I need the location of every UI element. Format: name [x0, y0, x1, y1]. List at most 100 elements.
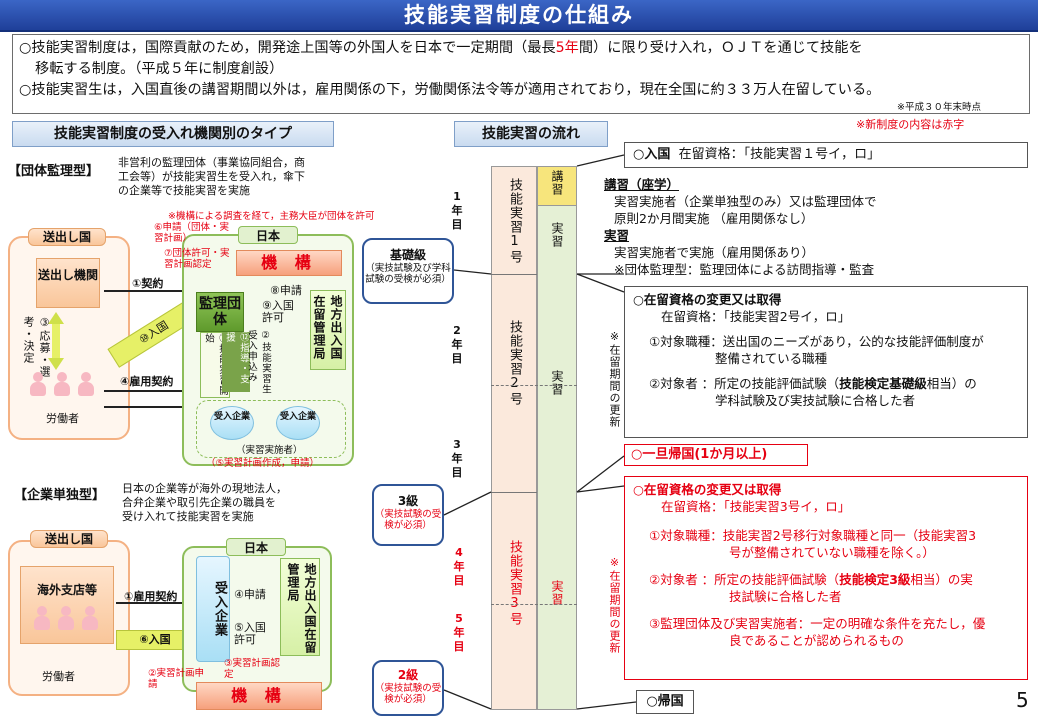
person-icon	[78, 372, 94, 396]
person-icon	[34, 606, 50, 630]
host-company: 受入企業	[196, 556, 230, 662]
contract-arrow	[104, 290, 190, 292]
lecture-cell	[537, 166, 577, 206]
divider	[491, 385, 577, 386]
practice-label: 実習	[550, 222, 564, 248]
dantai-desc: 非営利の監理団体（事業協同組合，商 工会等）が技能実習生を受入れ，傘下 の企業等…	[118, 156, 305, 198]
organization-kiko: 機 構	[236, 250, 342, 276]
grade-sub: （実技試験の受検が必須）	[374, 509, 442, 531]
supervising-organization: 監理団体	[196, 292, 244, 332]
sending-country-label: 送出し国	[30, 530, 108, 548]
entry-status: 在留資格：「技能実習１号イ，ロ」	[678, 147, 881, 162]
step-6-label: ⑥申請（団体・実習計画）	[154, 222, 230, 244]
intro-line-3: ○技能実習生は，入国直後の講習期間以外は，雇用関係の下，労働関係法令等が適用され…	[19, 82, 881, 98]
intro-highlight: 5年	[555, 40, 579, 56]
down-arrow-icon	[48, 358, 64, 370]
change-item: ②対象者 ：所定の技能評価試験（技能検定基礎級相当）の	[633, 375, 1019, 392]
intro-text: ○技能実習制度は，国際貢献のため，開発途上国等の外国人を日本で一定期間（最長	[19, 40, 556, 56]
step-4-label: ④雇用契約	[120, 375, 174, 388]
organization-kiko: 機 構	[196, 682, 322, 710]
practice-label: 実習	[550, 370, 564, 396]
person-icon	[30, 372, 46, 396]
change-item: 技試験に合格した者	[729, 589, 842, 604]
temporary-return: ○一旦帰国(1か月以上)	[624, 444, 808, 466]
desc-line: 原則2か月間実施 （雇用関係なし）	[614, 211, 814, 226]
desc-line: 実習実施者で実施（雇用関係あり）	[614, 245, 815, 260]
desc-line: 受け入れて技能実習を実施	[122, 510, 254, 523]
step-2-label: ②実習計画申請	[148, 668, 205, 690]
step-3-label: ③応募・選考・決定	[22, 316, 51, 378]
change-item: ①対象職種：技能実習2号移行対象職種と同一（技能実習3	[649, 528, 977, 543]
desc-line: の企業等で技能実習を実施	[118, 184, 250, 197]
item-text: 技能検定3級	[839, 572, 911, 587]
item-text: ②対象者 ：所定の技能評価試験（	[649, 376, 840, 391]
sending-organization: 送出し機関	[36, 258, 100, 308]
lecture-title: 講習（座学）	[604, 177, 680, 192]
kigyo-label: 【企業単独型】	[14, 488, 106, 503]
grade-badge: 2級 （実技試験の受検が必須）	[372, 660, 444, 716]
item-text: 技能検定基礎級	[839, 376, 927, 391]
desc-line: 工会等）が技能実習生を受入れ，傘下	[118, 170, 305, 183]
practice-title: 実習	[604, 228, 630, 243]
entry-box: ○入国 在留資格：「技能実習１号イ，ロ」	[624, 142, 1028, 168]
step-5-label: ⑤入国許可	[234, 621, 266, 646]
divider	[491, 492, 537, 493]
desc-line: 非営利の監理団体（事業協同組合，商	[118, 156, 305, 169]
grade-title: 3級	[397, 494, 419, 508]
divider	[491, 274, 537, 275]
workers-label: 労働者	[42, 670, 75, 683]
phase-3-label: 技能実習3号	[507, 540, 522, 626]
change-item: 号が整備されていない職種を除く。）	[729, 545, 935, 560]
renewal-note: ※在留期間の更新	[608, 330, 621, 428]
year-label: 1年目	[451, 190, 463, 231]
grade-sub: （実技試験及び学科試験の受検が必須）	[365, 263, 451, 285]
intro-box: ○技能実習制度は，国際貢献のため，開発途上国等の外国人を日本で一定期間（最長5年…	[12, 34, 1030, 114]
change-title: ○在留資格の変更又は取得	[633, 482, 782, 497]
person-icon	[58, 606, 74, 630]
divider	[491, 604, 577, 605]
timeline-column-a	[491, 166, 537, 710]
status-change-box: ○在留資格の変更又は取得 在留資格：「技能実習3号イ，ロ」 ①対象職種：技能実習…	[624, 476, 1028, 680]
phase-2-label: 技能実習2号	[507, 320, 522, 406]
grade-badge: 基礎級 （実技試験及び学科試験の受検が必須）	[362, 238, 454, 304]
step-8-label: ⑧申請	[270, 284, 302, 297]
immigration-bureau: 地方出入国在留管理局	[310, 290, 346, 370]
lecture-label: 講習	[550, 170, 564, 196]
desc-line: 合弁企業や取引先企業の職員を	[122, 496, 276, 509]
page-title: 技能実習制度の仕組み	[0, 0, 1038, 32]
grade-title: 2級	[397, 668, 419, 682]
timeline-column-b	[537, 166, 577, 710]
dantai-red-note: ※機構による調査を経て，主務大臣が団体を許可	[168, 211, 375, 222]
status-change-box: ○在留資格の変更又は取得 在留資格：「技能実習2号イ，ロ」 ①対象職種：送出国の…	[624, 286, 1028, 438]
renewal-note: ※在留期間の更新	[608, 556, 621, 654]
year-label: 3年目	[451, 438, 463, 479]
step-4-label: ④申請	[234, 588, 266, 601]
change-item: ③監理団体及び実習実施者：一定の明確な条件を充たし，優	[649, 616, 986, 631]
year-label: 2年目	[451, 324, 463, 365]
lecture-description: 講習（座学） 実習実施者（企業単独型のみ）又は監理団体で 原則2か月間実施 （雇…	[604, 176, 877, 278]
change-item: ①対象職種：送出国のニーズがあり，公的な技能評価制度が	[649, 334, 984, 349]
desc-line: ※団体監理型：監理団体による訪問指導・監査	[614, 262, 875, 277]
step-7-label: ⑦団体許可・実習計画認定	[164, 248, 230, 270]
change-status: 在留資格：「技能実習3号イ，ロ」	[661, 499, 851, 514]
desc-line: 実習実施者（企業単独型のみ）又は監理団体で	[614, 194, 877, 209]
page-number: 5	[1016, 688, 1029, 712]
year-label: 5年目	[453, 612, 465, 653]
change-item: 整備されている職種	[715, 351, 828, 366]
grade-badge: 3級 （実技試験の受検が必須）	[372, 484, 444, 546]
desc-line: 日本の企業等が海外の現地法人，	[122, 482, 287, 495]
step-2-label: ②技能実習生受入申込み	[246, 330, 271, 395]
item-text: ②対象者 ：所定の技能評価試験（	[649, 572, 840, 587]
workers-label: 労働者	[46, 412, 79, 425]
grade-sub: （実技試験の受検が必須）	[374, 683, 442, 705]
person-icon	[54, 372, 70, 396]
year-label: 4年目	[453, 546, 465, 587]
step-1-label: ①雇用契約	[124, 590, 178, 603]
person-icon	[82, 606, 98, 630]
japan-label: 日本	[238, 226, 298, 244]
step-9-label: ⑨入国許可	[262, 299, 294, 324]
step-3-label: ③実習計画認定	[224, 658, 281, 680]
up-arrow-icon	[48, 312, 64, 324]
relation-arrow	[104, 406, 198, 408]
host-company: 受入企業	[210, 406, 254, 440]
